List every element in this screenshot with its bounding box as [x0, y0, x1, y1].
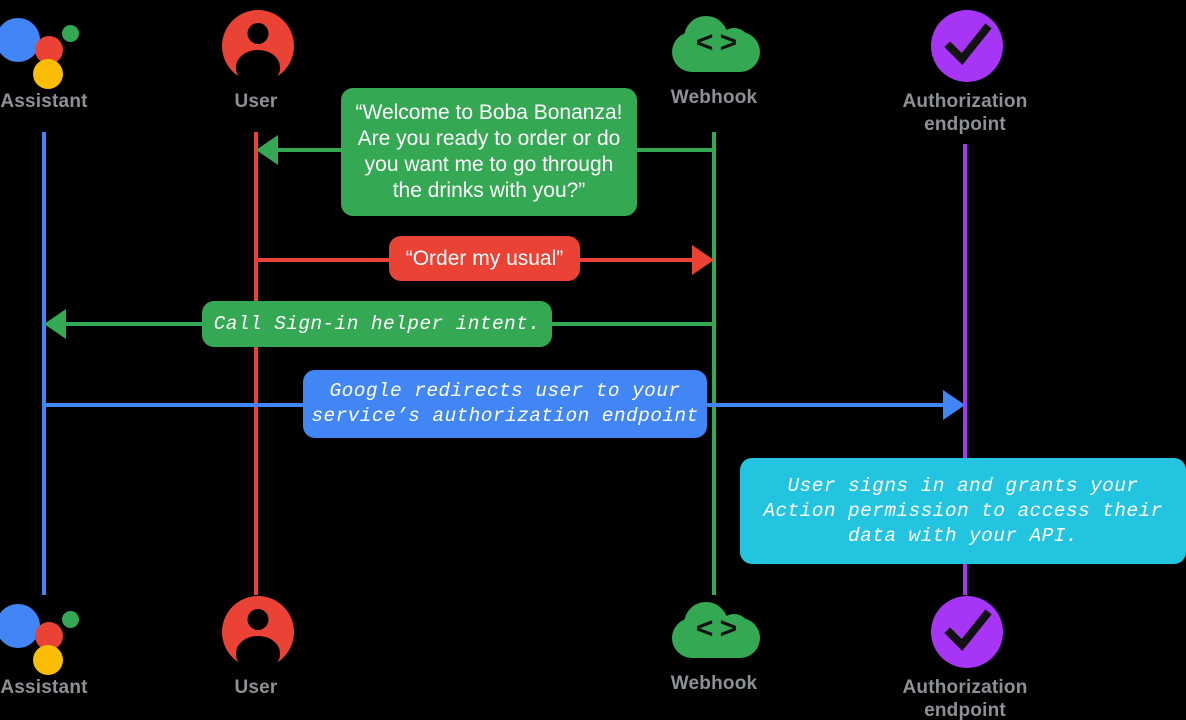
- cloud-code-icon: < >: [664, 10, 764, 80]
- actor-label-user-bottom: User: [234, 677, 278, 698]
- lifeline-user: [254, 132, 258, 595]
- message-signin-helper-text: Call Sign-in helper intent.: [213, 312, 541, 335]
- assistant-dot-blue: [0, 18, 40, 62]
- arrowhead-welcome: [256, 135, 278, 165]
- message-google-redirect-text: Google redirects user to your service’s …: [311, 380, 699, 427]
- connector-welcome-left: [276, 148, 342, 152]
- cloud-shape: < >: [672, 16, 760, 72]
- actor-assistant-bottom[interactable]: Assistant: [0, 594, 144, 699]
- purple-check-circle-icon: [915, 8, 1015, 84]
- connector-order-left: [256, 258, 390, 262]
- connector-redirect-left: [42, 403, 304, 407]
- lifeline-webhook: [712, 132, 716, 595]
- message-signin-helper: Call Sign-in helper intent.: [202, 301, 552, 347]
- actor-user-top[interactable]: User: [156, 8, 356, 113]
- assistant-dot-yellow: [33, 645, 63, 675]
- actor-label-assistant-bottom: Assistant: [0, 677, 88, 698]
- cloud-shape: < >: [672, 602, 760, 658]
- purple-check-circle-icon: [915, 594, 1015, 670]
- arrowhead-redirect: [943, 390, 965, 420]
- assistant-dot-blue: [0, 604, 40, 648]
- assistant-dot-yellow: [33, 59, 63, 89]
- lifeline-auth: [963, 144, 967, 595]
- actor-label-user-top: User: [234, 91, 278, 112]
- actor-webhook-bottom[interactable]: < > Webhook: [614, 596, 814, 695]
- cloud-code-glyph: < >: [695, 26, 737, 59]
- auth-check-circle: [931, 10, 1003, 82]
- actor-auth-bottom[interactable]: Authorization endpoint: [865, 594, 1065, 720]
- user-avatar-icon: [206, 8, 306, 84]
- cloud-base: [672, 32, 760, 72]
- connector-signin-right: [552, 322, 714, 326]
- message-google-redirect: Google redirects user to your service’s …: [303, 370, 707, 438]
- actor-label-auth-top-line1: Authorization: [902, 91, 1028, 112]
- actor-webhook-top[interactable]: < > Webhook: [614, 10, 814, 109]
- actor-label-auth-top-line2: endpoint: [924, 114, 1006, 135]
- connector-redirect-right: [707, 403, 943, 407]
- message-welcome-text: “Welcome to Boba Bonanza! Are you ready …: [355, 101, 623, 202]
- message-order-my-usual-text: “Order my usual”: [405, 246, 564, 270]
- actor-label-auth-bottom-line2: endpoint: [924, 700, 1006, 720]
- message-user-grants-text: User signs in and grants your Action per…: [763, 474, 1163, 547]
- arrowhead-signin: [44, 309, 66, 339]
- connector-order-right: [580, 258, 692, 262]
- actor-auth-top[interactable]: Authorization endpoint: [865, 8, 1065, 136]
- cloud-code-glyph: < >: [695, 612, 737, 645]
- google-assistant-icon: [0, 8, 94, 89]
- actor-label-assistant-top: Assistant: [0, 91, 88, 112]
- user-avatar-icon: [206, 594, 306, 670]
- cloud-base: [672, 618, 760, 658]
- connector-welcome-right: [637, 148, 714, 152]
- actor-label-auth-bottom-line1: Authorization: [902, 677, 1028, 698]
- connector-signin-left: [66, 322, 202, 326]
- auth-check-circle: [931, 596, 1003, 668]
- assistant-dot-green: [62, 25, 79, 42]
- user-avatar-shape: [222, 10, 294, 82]
- arrowhead-order: [692, 245, 714, 275]
- message-welcome: “Welcome to Boba Bonanza! Are you ready …: [341, 88, 637, 216]
- message-order-my-usual: “Order my usual”: [389, 236, 580, 281]
- actor-label-webhook-bottom: Webhook: [670, 673, 758, 694]
- user-avatar-shape: [222, 596, 294, 668]
- actor-user-bottom[interactable]: User: [156, 594, 356, 699]
- message-user-grants: User signs in and grants your Action per…: [740, 458, 1186, 564]
- cloud-code-icon: < >: [664, 596, 764, 666]
- actor-label-webhook-top: Webhook: [670, 87, 758, 108]
- lifeline-assistant: [42, 132, 46, 595]
- actor-assistant-top[interactable]: Assistant: [0, 8, 144, 113]
- assistant-dot-green: [62, 611, 79, 628]
- google-assistant-icon: [0, 594, 94, 675]
